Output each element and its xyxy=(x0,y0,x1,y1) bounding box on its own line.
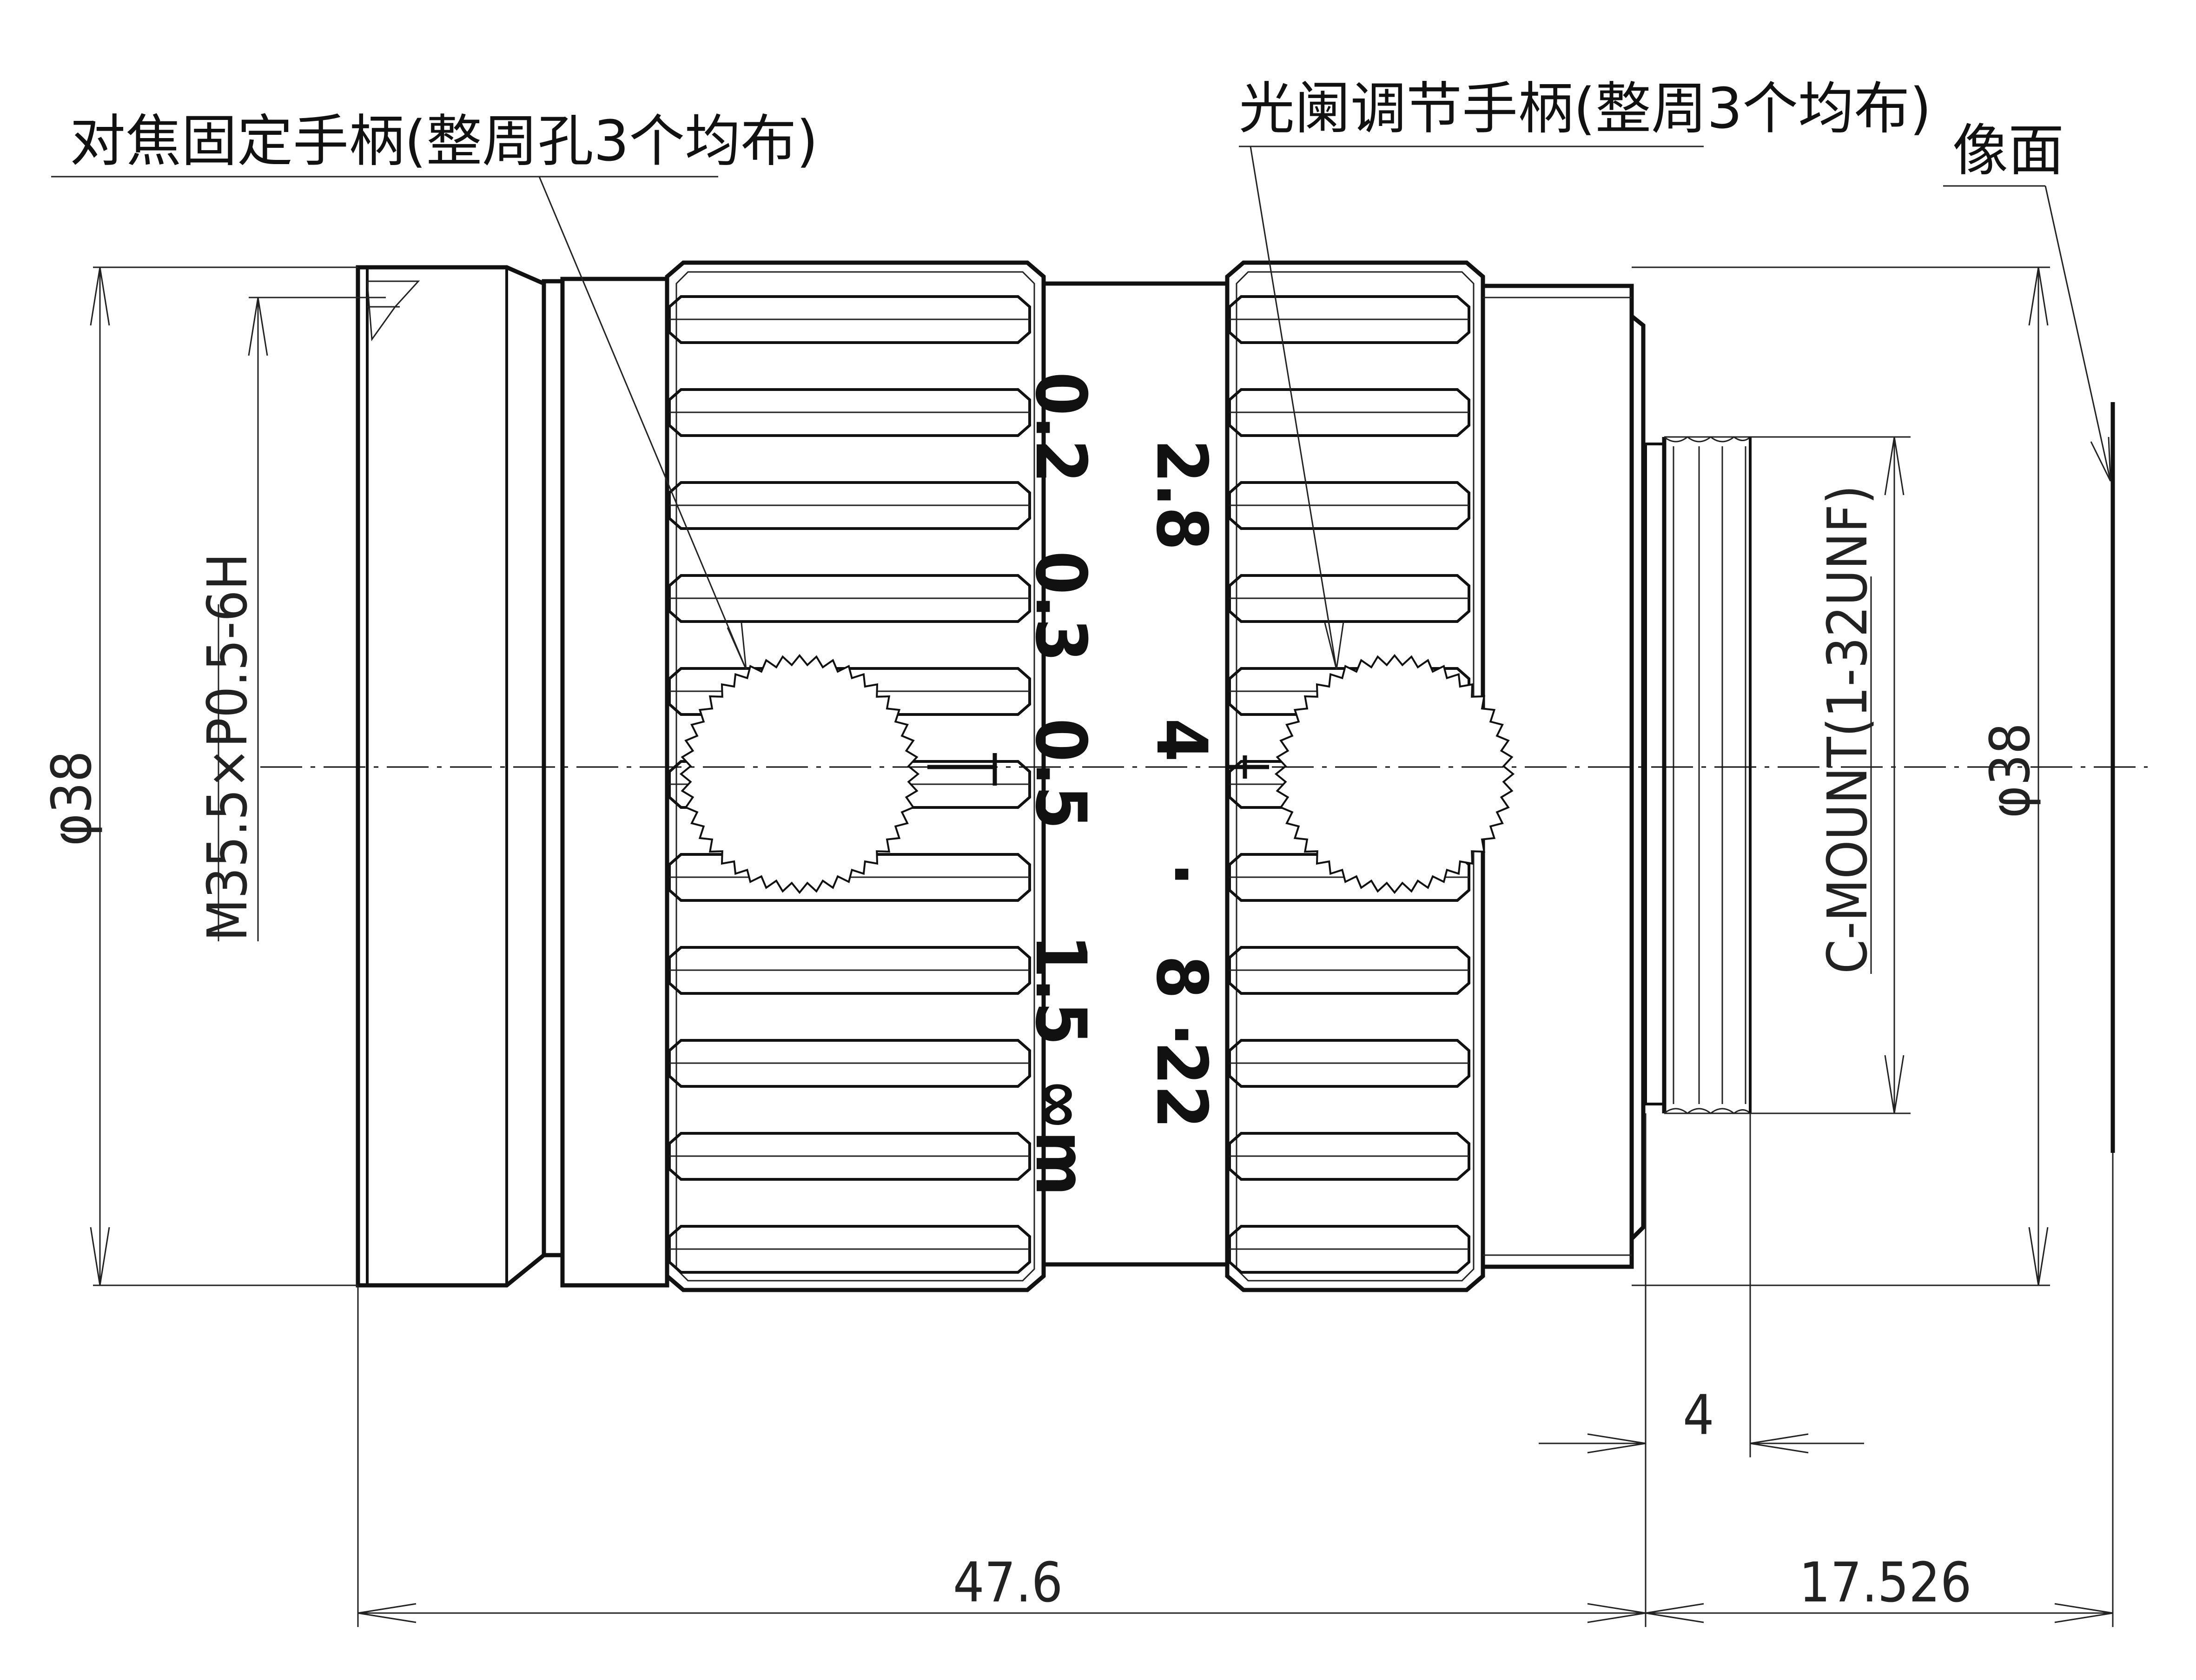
iris-scale-label-4: · xyxy=(1141,1023,1222,1046)
knurl-groove xyxy=(1228,1225,1470,1274)
focus-scale-label-3: 1.5 xyxy=(1020,934,1101,1045)
knurl-groove xyxy=(1228,853,1470,902)
left-diameter-text: φ38 xyxy=(40,751,104,846)
filter-thread-dimension: M35.5×P0.5-6H xyxy=(195,297,386,941)
iris-grip xyxy=(1225,260,1485,1292)
image-plane-label: 像面 xyxy=(1952,119,2064,183)
thread-length-text: 4 xyxy=(1683,1383,1714,1447)
filter-thread-text: M35.5×P0.5-6H xyxy=(195,553,259,941)
flange-distance-text: 17.526 xyxy=(1799,1550,1971,1614)
knurl-groove xyxy=(1228,295,1470,344)
knurl-groove xyxy=(1228,388,1470,437)
front-filter-ring xyxy=(356,265,546,1288)
knurl-groove xyxy=(668,1039,1031,1088)
iris-handle-knob xyxy=(1274,654,1515,894)
left-diameter-dimension: φ38 xyxy=(40,266,358,1286)
knurl-groove xyxy=(1228,1039,1470,1088)
knurled-knob-outline xyxy=(679,654,920,894)
focus-handle-label: 对焦固定手柄(整周孔3个均布) xyxy=(70,109,818,174)
focus-scale-label-4: ∞m xyxy=(1020,1078,1101,1196)
iris-scale: 2.8 4 · 8 · 22 xyxy=(1141,439,1222,1129)
iris-scale-label-1: 4 xyxy=(1141,718,1222,762)
overall-length-text: 47.6 xyxy=(953,1550,1063,1614)
image-plane-callout: 像面 xyxy=(1943,119,2111,482)
knurl-groove xyxy=(668,388,1031,437)
iris-scale-label-5: 22 xyxy=(1141,1041,1222,1129)
c-mount-text: C-MOUNT(1-32UNF) xyxy=(1815,485,1879,974)
front-barrel xyxy=(560,277,669,1288)
focus-scale-label-0: 0.2 xyxy=(1020,372,1101,483)
focus-scale-label-1: 0.3 xyxy=(1020,551,1101,662)
focus-grip xyxy=(665,260,1046,1292)
focus-handle-knob xyxy=(679,654,920,894)
knurl-groove xyxy=(1228,574,1470,623)
knurl-groove xyxy=(668,574,1031,623)
iris-scale-label-0: 2.8 xyxy=(1141,439,1222,550)
knurled-knob-outline xyxy=(1274,654,1515,894)
c-mount-dimension: C-MOUNT(1-32UNF) xyxy=(1750,436,1911,1114)
iris-handle-label: 光阑调节手柄(整周3个均布) xyxy=(1239,77,1931,141)
knurl-groove xyxy=(1228,1132,1470,1181)
focus-scale-label-2: 0.5 xyxy=(1020,718,1101,829)
front-step-ring xyxy=(542,279,565,1257)
focus-handle-callout: 对焦固定手柄(整周孔3个均布) xyxy=(51,109,818,670)
knurl-groove xyxy=(1228,481,1470,530)
iris-grip-grooves xyxy=(1228,295,1470,1274)
iris-handle-callout: 光阑调节手柄(整周3个均布) xyxy=(1239,77,1931,670)
iris-scale-label-3: 8 xyxy=(1141,955,1222,999)
knurl-groove xyxy=(668,481,1031,530)
knurl-groove xyxy=(668,295,1031,344)
right-diameter-text: φ38 xyxy=(1978,723,2042,818)
length-dimensions: 47.6 17.526 xyxy=(357,1153,2114,1627)
knurl-groove xyxy=(1228,946,1470,995)
right-diameter-dimension: φ38 xyxy=(1632,266,2050,1286)
rear-shoulder xyxy=(1630,314,1646,1241)
knurl-groove xyxy=(668,1132,1031,1181)
filter-thread-notch xyxy=(366,280,420,342)
knurl-groove xyxy=(668,1225,1031,1274)
c-mount-thread xyxy=(1644,443,1666,1105)
focus-scale: 0.2 0.3 0.5 1.5 ∞m xyxy=(1020,372,1101,1196)
iris-scale-label-2: · xyxy=(1141,862,1222,886)
knurl-groove xyxy=(668,946,1031,995)
lens-body xyxy=(356,260,2115,1292)
